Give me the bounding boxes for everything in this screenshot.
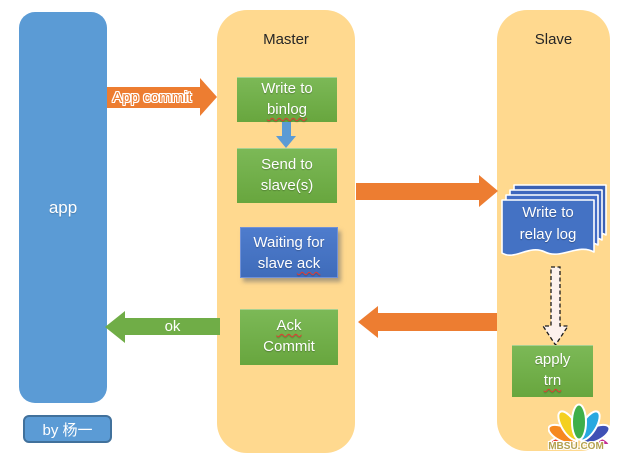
node-line: slave ack (241, 253, 337, 274)
node-apply-trn: apply trn (512, 345, 593, 397)
node-line: Waiting for (253, 234, 325, 251)
misspelled-word: Ack (276, 317, 302, 334)
watermark-text: MBSU.COM (548, 441, 604, 452)
node-line: trn (512, 370, 593, 391)
node-line: binlog (237, 99, 337, 120)
slave-to-master-arrow (378, 313, 497, 331)
slave-to-master-arrowhead-icon (358, 306, 378, 338)
byline-box: by 杨一 (23, 415, 112, 443)
node-write-to-relay-log: Write to relay log (506, 202, 590, 246)
master-title: Master (263, 31, 309, 48)
node-text: slave (257, 255, 297, 272)
binlog-to-send-arrow (282, 122, 291, 137)
node-line: Write to (261, 80, 313, 97)
ok-arrow (125, 318, 220, 335)
master-to-slave-arrowhead-icon (479, 175, 498, 207)
node-write-to-binlog: Write to binlog (237, 77, 337, 122)
node-line: apply (534, 351, 571, 368)
node-line: slave(s) (260, 177, 314, 194)
misspelled-word: trn (543, 372, 562, 389)
master-to-slave-arrow (356, 183, 479, 200)
byline-label: by 杨一 (42, 421, 93, 439)
node-line: Send to (261, 156, 313, 173)
node-line: Commit (263, 338, 315, 355)
binlog-to-send-arrowhead-icon (276, 136, 296, 148)
watermark-logo-icon (548, 403, 610, 444)
app-commit-arrowhead-icon (200, 78, 217, 116)
app-commit-arrow (107, 87, 200, 108)
app-commit-arrow-label: App commit (112, 89, 192, 106)
misspelled-word: binlog (266, 101, 308, 118)
node-line: relay log (519, 226, 577, 243)
node-app-label: app (48, 197, 78, 217)
node-line: Ack (240, 315, 338, 336)
ok-arrowhead-icon (105, 311, 125, 343)
node-waiting-for-slave-ack: Waiting for slave ack (240, 227, 338, 278)
node-line: Write to (522, 204, 574, 221)
misspelled-word: ack (296, 255, 321, 272)
slave-title: Slave (534, 31, 573, 48)
node-app: app (19, 12, 107, 403)
node-ack-commit: Ack Commit (240, 309, 338, 365)
ok-arrow-label: ok (164, 318, 181, 335)
node-send-to-slaves: Send to slave(s) (237, 148, 337, 203)
relay-log-stack-icon (501, 184, 607, 256)
relay-to-apply-dashed-arrow (541, 266, 570, 347)
